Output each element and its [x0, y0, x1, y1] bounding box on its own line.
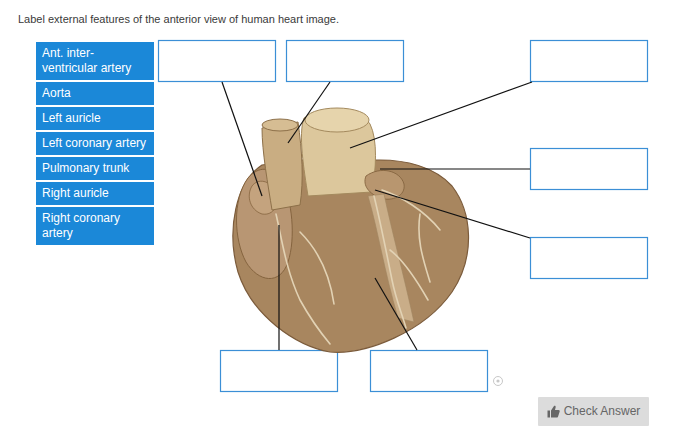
heart: [233, 108, 469, 352]
answer-box: [159, 41, 276, 82]
coronary-vessels: [276, 190, 440, 344]
label-text: Right auricle: [42, 186, 149, 201]
leader-line: [350, 82, 532, 148]
vessel: [390, 250, 428, 300]
vessel: [419, 214, 430, 282]
instruction-title: Label external features of the anterior …: [18, 13, 339, 25]
answer-box: [531, 149, 648, 190]
answer-box: [371, 351, 488, 392]
aorta-top: [305, 108, 369, 132]
answer-box: [221, 351, 338, 392]
draggable-label: Aorta: [36, 82, 154, 105]
draggable-label: Pulmonary trunk: [36, 157, 154, 180]
answer-box: [531, 238, 648, 279]
leader-line: [375, 278, 417, 350]
draggable-label: Ant. inter- ventricular artery: [36, 42, 154, 80]
label-text: Left auricle: [42, 111, 149, 126]
leader-line: [375, 190, 530, 238]
draggable-label: Left auricle: [36, 107, 154, 130]
reset-icon: [494, 377, 503, 386]
left-auricle: [365, 170, 404, 199]
label-text: Check Answer: [564, 404, 641, 419]
thumb-cuff: [547, 411, 550, 418]
label-text: Right coronary artery: [42, 211, 149, 241]
draggable-label: Right auricle: [36, 182, 154, 205]
interventricular-groove: [368, 194, 414, 322]
vessel: [276, 214, 330, 344]
leader-line: [288, 82, 330, 143]
leader-line: [278, 225, 279, 350]
pulmonary-trunk: [262, 122, 302, 210]
vessel: [374, 196, 406, 328]
vessel: [382, 190, 440, 230]
check-answer-button: Check Answer: [538, 397, 649, 426]
draggable-label: Left coronary artery: [36, 132, 154, 155]
label-text: Left coronary artery: [42, 136, 149, 151]
label-text: Ant. inter- ventricular artery: [42, 46, 149, 76]
answer-box: [531, 41, 648, 82]
thumbs-up-icon: [547, 405, 560, 418]
leader-line: [222, 82, 262, 196]
label-text: Pulmonary trunk: [42, 161, 149, 176]
pulmonary-trunk-top: [262, 119, 298, 131]
vessel: [300, 232, 334, 304]
draggable-label: Right coronary artery: [36, 207, 154, 245]
thumb-hand: [551, 406, 560, 418]
answer-boxes: [159, 41, 648, 392]
label-text: Aorta: [42, 86, 149, 101]
reset-icon-dot: [496, 379, 499, 382]
leader-line: [380, 168, 530, 169]
leader-lines: [222, 82, 532, 350]
answer-box: [287, 41, 404, 82]
